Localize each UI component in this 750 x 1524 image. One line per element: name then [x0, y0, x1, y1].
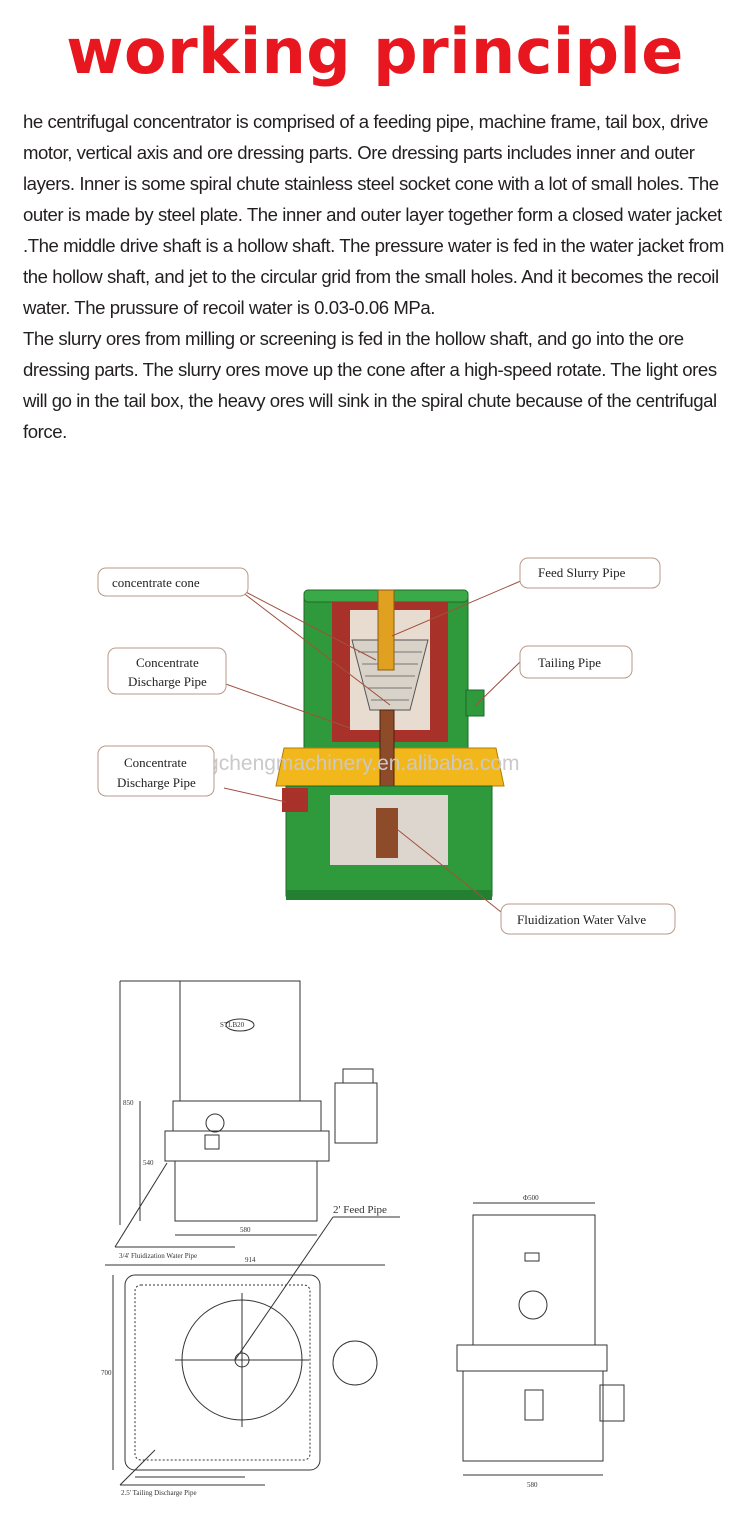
callout-concentrate-discharge-1: Concentrate Discharge Pipe — [107, 647, 227, 695]
callout-fluidization-water-valve: Fluidization Water Valve — [500, 903, 676, 935]
description-paragraph-1: he centrifugal concentrator is comprised… — [23, 111, 724, 318]
description-paragraph-2: The slurry ores from milling or screenin… — [23, 328, 717, 442]
svg-text:Feed Slurry Pipe: Feed Slurry Pipe — [538, 565, 626, 580]
page-title: working principle — [66, 15, 684, 88]
svg-text:Concentrate: Concentrate — [136, 655, 199, 670]
dim-height-total: 850 — [123, 1099, 134, 1107]
model-label: STLB20 — [220, 1021, 245, 1029]
concentrator-cutaway-figure: hengchengmachinery.en.alibaba.com concen… — [97, 557, 676, 935]
side-elevation-tank — [472, 1214, 596, 1346]
technical-drawing: STLB20 850 540 580 914 700 Φ500 580 3/4'… — [101, 980, 625, 1497]
plan-view-frame — [124, 1274, 321, 1471]
feed-pipe-shape — [377, 589, 395, 671]
dim-width-top: 914 — [245, 1256, 256, 1264]
svg-text:Fluidization Water Valve: Fluidization Water Valve — [517, 912, 646, 927]
front-elevation-tank — [179, 980, 301, 1102]
label-fluidization-pipe: 3/4' Fluidization Water Pipe — [119, 1252, 197, 1260]
callout-concentrate-cone: concentrate cone — [97, 567, 249, 597]
dim-diameter-side: Φ500 — [523, 1194, 539, 1202]
svg-text:Discharge Pipe: Discharge Pipe — [117, 775, 196, 790]
callout-concentrate-discharge-2: Concentrate Discharge Pipe — [97, 745, 215, 797]
watermark: hengchengmachinery.en.alibaba.com — [172, 752, 520, 775]
svg-text:Discharge Pipe: Discharge Pipe — [128, 674, 207, 689]
dim-height-mid: 540 — [143, 1159, 154, 1167]
dim-width-front: 580 — [240, 1226, 251, 1234]
callout-tailing-pipe: Tailing Pipe — [519, 645, 633, 679]
description: he centrifugal concentrator is comprised… — [23, 106, 735, 447]
svg-text:Concentrate: Concentrate — [124, 755, 187, 770]
dim-depth-plan: 700 — [101, 1369, 112, 1377]
callout-feed-slurry-pipe: Feed Slurry Pipe — [519, 557, 661, 589]
label-tailing-pipe: 2.5' Tailing Discharge Pipe — [121, 1489, 197, 1497]
svg-text:concentrate cone: concentrate cone — [112, 575, 200, 590]
svg-text:Tailing Pipe: Tailing Pipe — [538, 655, 601, 670]
dim-width-side: 580 — [527, 1481, 538, 1489]
label-feed-pipe: 2' Feed Pipe — [333, 1204, 387, 1216]
